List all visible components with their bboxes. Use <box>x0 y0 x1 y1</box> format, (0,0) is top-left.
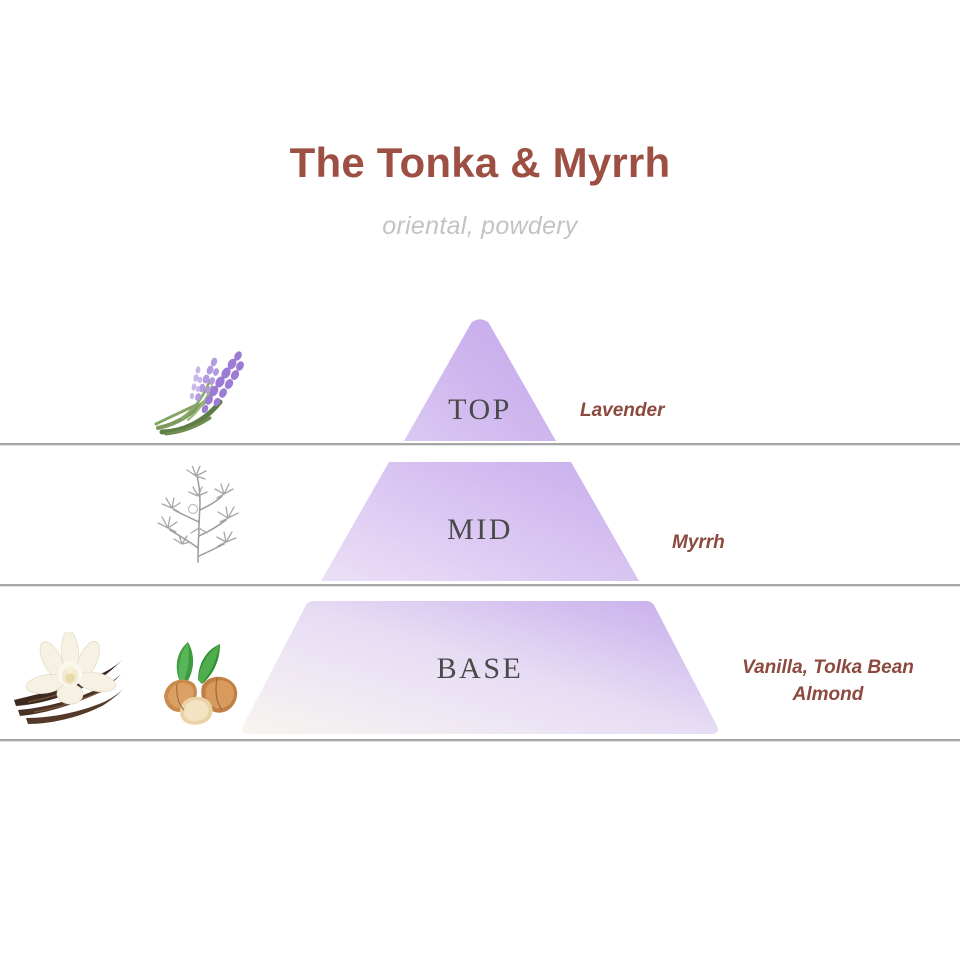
vanilla-flower-pods-illustration <box>14 632 123 724</box>
note-names-base-line2: Almond <box>792 683 864 705</box>
header: The Tonka & Myrrh oriental, powdery <box>0 142 960 241</box>
divider-above-base <box>0 584 960 586</box>
page-subtitle: oriental, powdery <box>382 212 578 240</box>
note-names-base: Vanilla, Tolka Bean Almond <box>702 655 954 709</box>
divider-above-mid <box>0 443 960 445</box>
tier-label-base: BASE <box>436 652 524 685</box>
divider-below-base <box>0 739 960 741</box>
note-names-base-line1: Vanilla, Tolka Bean <box>742 657 914 678</box>
myrrh-plant-illustration <box>157 466 239 563</box>
almond-nuts-illustration <box>164 642 238 725</box>
note-names-top: Lavender <box>580 400 665 421</box>
page-title: The Tonka & Myrrh <box>289 139 671 186</box>
note-names-mid: Myrrh <box>672 532 725 553</box>
lavender-sprig-illustration <box>154 351 244 436</box>
tier-label-top: TOP <box>448 393 512 426</box>
tier-label-mid: MID <box>447 513 513 546</box>
